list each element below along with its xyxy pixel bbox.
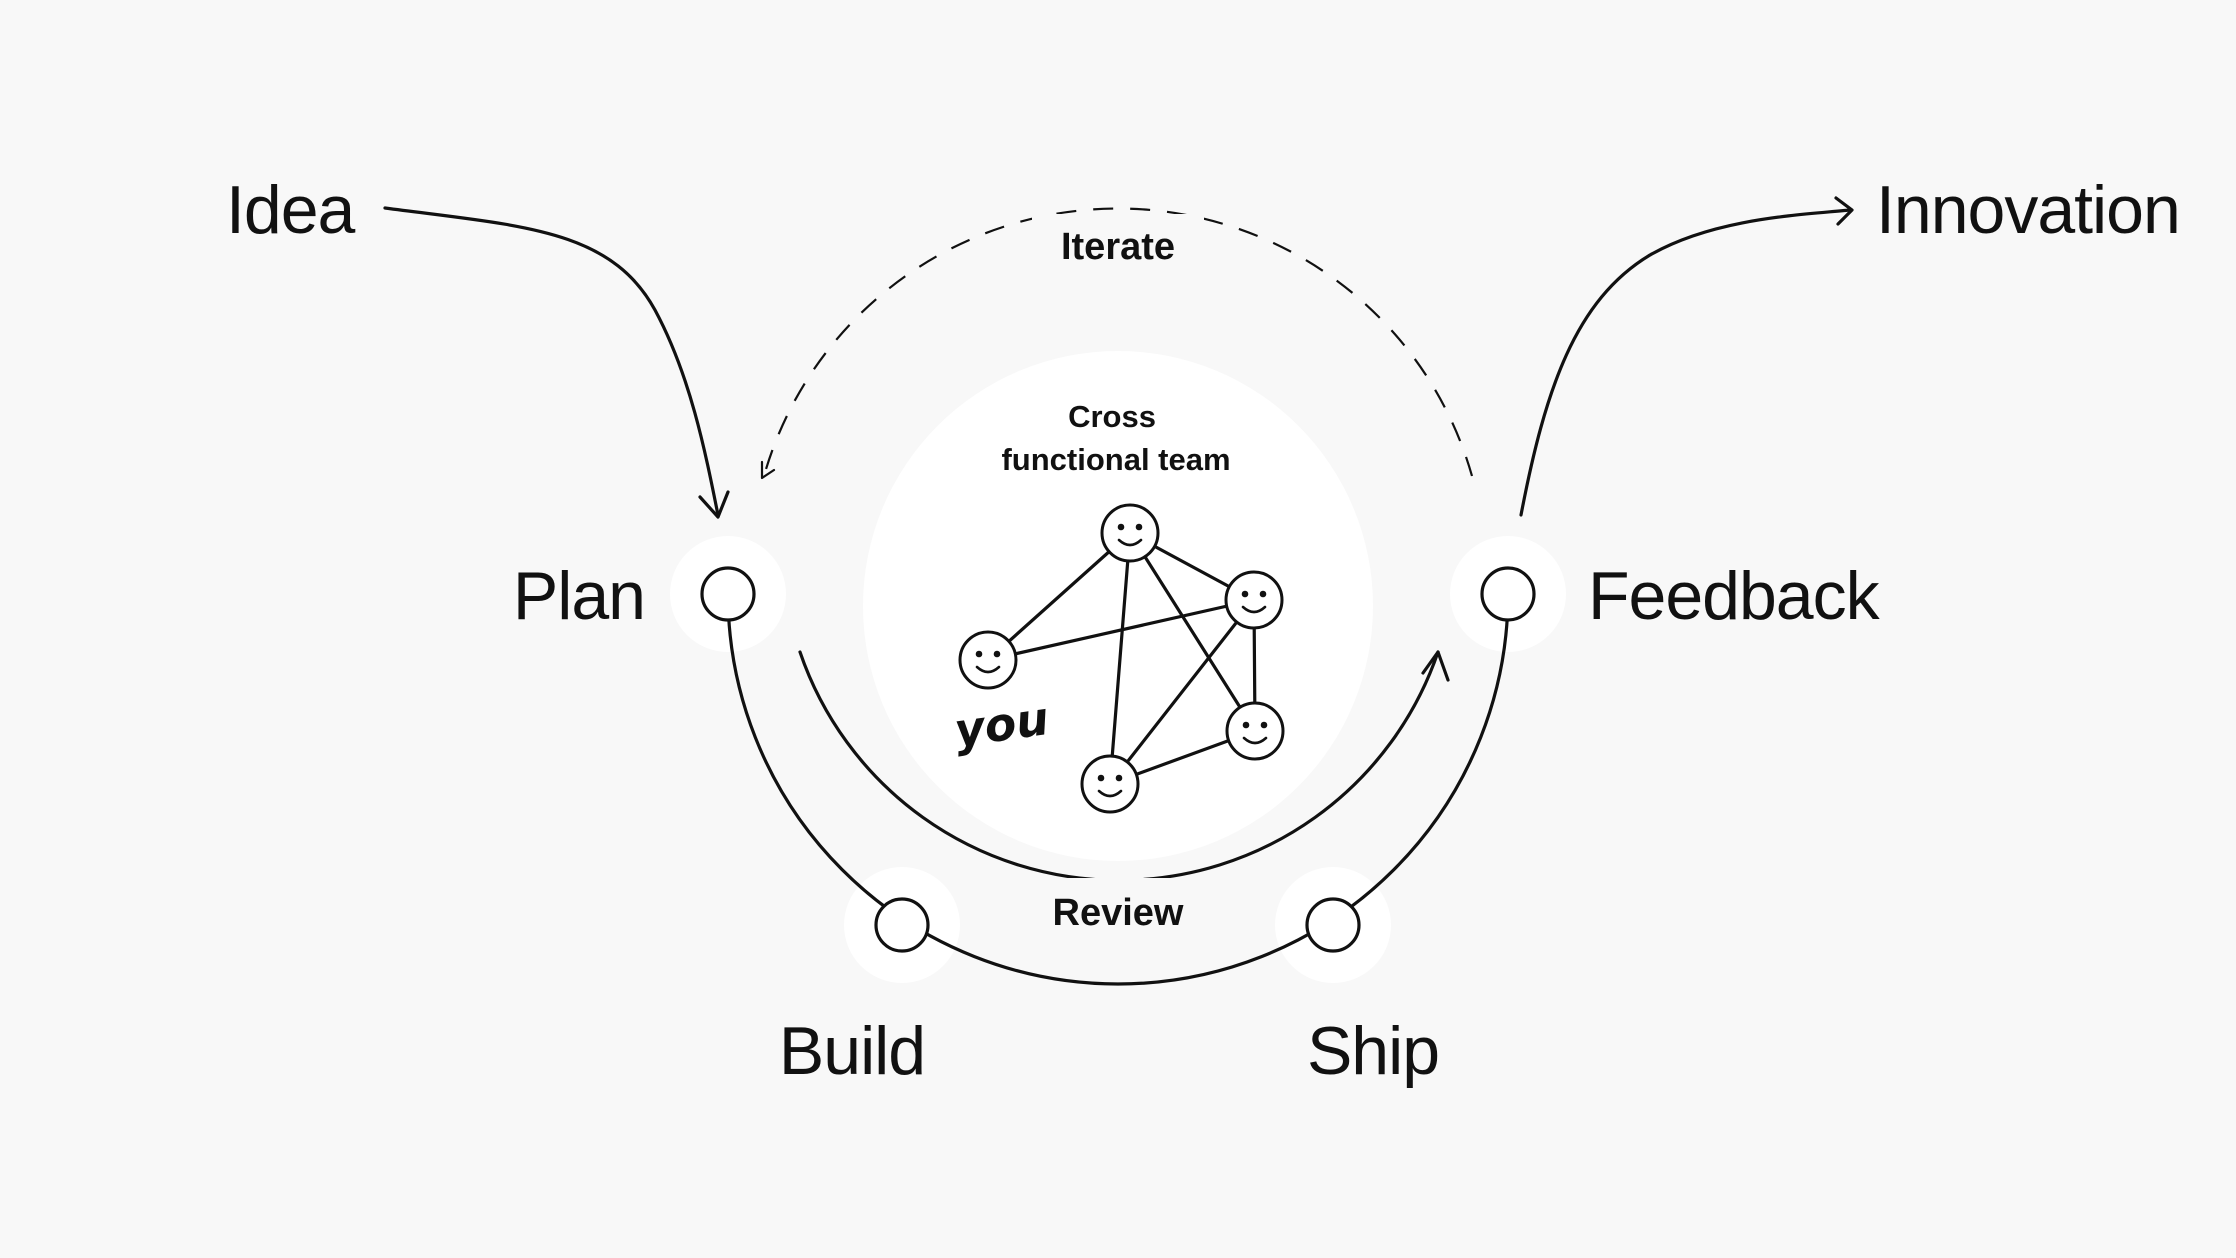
idea-arrow-head xyxy=(698,490,730,519)
review-arrow-head xyxy=(1421,650,1450,682)
idea-to-plan-arrow xyxy=(383,206,720,517)
ship-label: Ship xyxy=(1307,1013,1439,1089)
team-edge xyxy=(1108,598,1256,786)
build-node xyxy=(874,897,930,953)
build-label: Build xyxy=(779,1013,925,1089)
team-edge xyxy=(986,531,1132,662)
feedback-to-innovation-arrow xyxy=(1519,208,1852,517)
team-edge xyxy=(986,598,1256,662)
innovation-label: Innovation xyxy=(1876,172,2180,248)
idea-label: Idea xyxy=(226,172,356,248)
smiley-face-icon xyxy=(1224,570,1284,630)
smiley-face-icon xyxy=(1225,701,1285,761)
smiley-face-icon xyxy=(1080,754,1140,814)
smiley-face-icon xyxy=(958,630,1018,690)
team-title-line1: Cross xyxy=(1068,399,1156,434)
plan-label: Plan xyxy=(513,558,645,634)
smiley-face-icon xyxy=(1100,503,1160,563)
ship-node xyxy=(1305,897,1361,953)
team-edge xyxy=(1128,531,1257,733)
iterate-label-bg xyxy=(1032,214,1204,266)
feedback-label: Feedback xyxy=(1588,558,1881,634)
review-label-bg xyxy=(1015,878,1221,944)
review-label: Review xyxy=(1053,892,1184,934)
iterate-label: Iterate xyxy=(1061,226,1175,268)
team-edge xyxy=(1108,531,1132,786)
team-title-line2: functional team xyxy=(1001,442,1230,477)
iterate-arrow-head xyxy=(760,460,776,480)
plan-node xyxy=(700,566,756,622)
feedback-node xyxy=(1480,566,1536,622)
innovation-arrow-head xyxy=(1834,196,1854,226)
cycle-arc xyxy=(726,592,1510,986)
iterate-dashed-arc xyxy=(762,207,1474,477)
you-label: you xyxy=(951,691,1052,758)
